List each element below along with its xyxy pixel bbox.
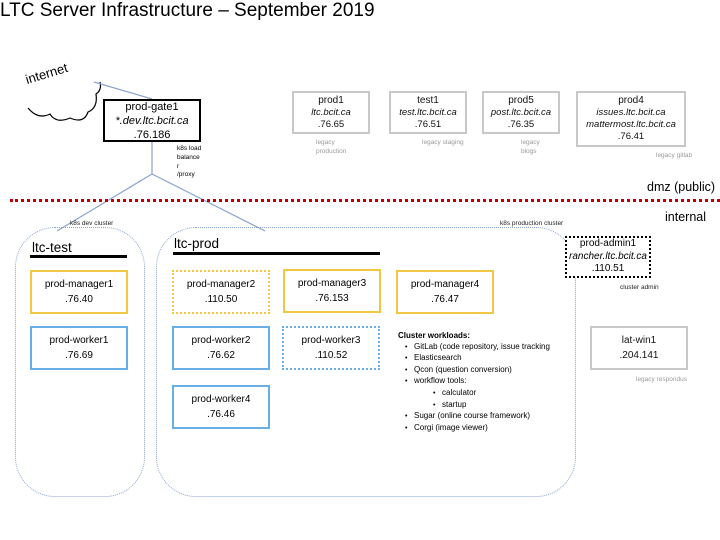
node-prod-worker4[interactable]: prod-worker4 .76.46: [172, 385, 270, 429]
internet-to-gate-line: [93, 81, 153, 100]
admin-node[interactable]: prod-admin1 rancher.ltc.bcit.ca .110.51: [565, 236, 651, 278]
prod-cluster: [156, 227, 576, 497]
zone-divider: [10, 199, 720, 202]
workload-subitem: calculator: [442, 388, 550, 400]
load-balancer-label: k8s load balance r /proxy: [177, 145, 202, 179]
internal-zone-label: internal: [665, 210, 706, 224]
diagram-title: LTC Server Infrastructure – September 20…: [0, 0, 375, 21]
gateway-ip: .76.186: [133, 128, 171, 141]
workload-subitem: startup: [442, 400, 550, 412]
node-prod-worker3[interactable]: prod-worker3 .110.52: [282, 326, 380, 370]
legacy-note-test1: legacy staging: [422, 139, 464, 146]
cluster-workloads: Cluster workloads: GitLab (code reposito…: [398, 331, 550, 434]
dev-cluster: [15, 227, 145, 497]
dev-cluster-name: ltc-test: [32, 240, 72, 255]
workload-item: Elasticsearch: [414, 353, 550, 365]
legacy-server-lat-win1[interactable]: lat-win1 .204.141: [590, 326, 688, 370]
legacy-note-lat-win1: legacy respondus: [636, 376, 687, 383]
workloads-title: Cluster workloads:: [398, 331, 471, 340]
prod-cluster-underline: [173, 252, 380, 255]
legacy-server-prod4[interactable]: prod4 issues.ltc.bcit.ca mattermost.ltc.…: [576, 91, 686, 147]
dmz-zone-label: dmz (public): [647, 180, 716, 194]
node-prod-manager3[interactable]: prod-manager3 .76.153: [283, 269, 381, 313]
legacy-note-prod4: legacy gitlab: [656, 152, 693, 159]
gateway-node[interactable]: prod-gate1 *.dev.ltc.bcit.ca .76.186: [103, 99, 201, 142]
node-prod-manager2[interactable]: prod-manager2 .110.50: [172, 270, 270, 314]
legacy-server-test1[interactable]: test1 test.ltc.bcit.ca .76.51: [389, 91, 467, 134]
internet-label: internet: [23, 59, 70, 87]
node-prod-manager4[interactable]: prod-manager4 .76.47: [396, 270, 494, 314]
node-prod-manager1[interactable]: prod-manager1 .76.40: [30, 270, 128, 314]
workload-item: workflow tools: calculator startup: [414, 376, 550, 411]
split-to-prod-line: [151, 173, 266, 232]
legacy-server-prod5[interactable]: prod5 post.ltc.bcit.ca .76.35: [482, 91, 560, 134]
workload-item: Qcon (question conversion): [414, 365, 550, 377]
dev-cluster-label: k8s dev cluster: [70, 220, 114, 227]
workload-item: Sugar (online course framework): [414, 411, 550, 423]
workload-item: GitLab (code repository, issue tracking: [414, 342, 550, 354]
prod-cluster-name: ltc-prod: [174, 236, 220, 251]
dev-cluster-underline: [30, 255, 127, 258]
workload-item: Corgi (image viewer): [414, 423, 550, 435]
prod-cluster-label: k8s production cluster: [500, 220, 564, 227]
legacy-server-prod1[interactable]: prod1 ltc.bcit.ca .76.65: [292, 91, 370, 134]
node-prod-worker1[interactable]: prod-worker1 .76.69: [30, 326, 128, 370]
admin-note: cluster admin: [620, 284, 659, 291]
cloud-icon: [27, 81, 102, 121]
gateway-domain: *.dev.ltc.bcit.ca: [115, 114, 189, 127]
gateway-host: prod-gate1: [125, 100, 179, 113]
node-prod-worker2[interactable]: prod-worker2 .76.62: [172, 326, 270, 370]
